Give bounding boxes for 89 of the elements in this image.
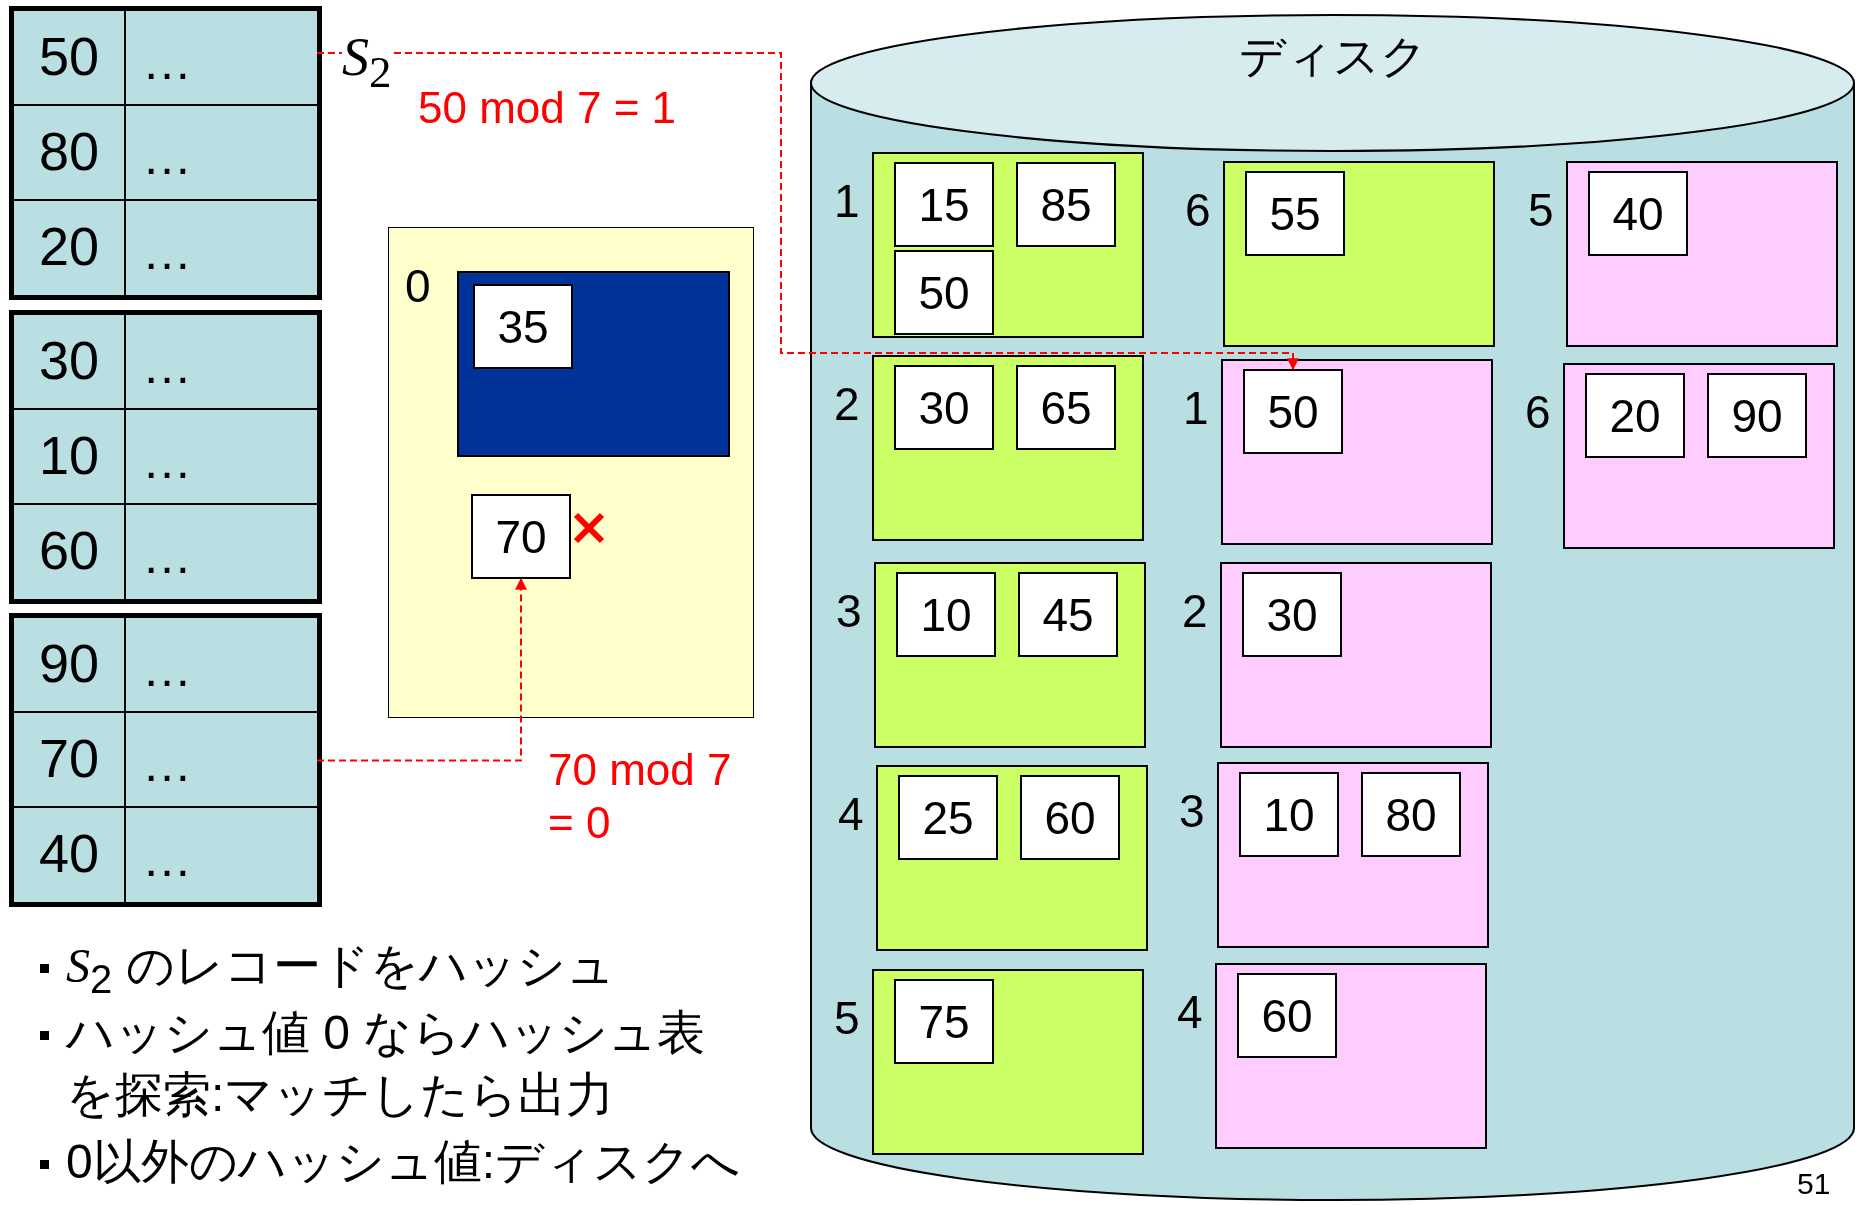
bullet-text: ハッシュ値 0 ならハッシュ表を探索:マッチしたら出力 — [66, 1005, 706, 1124]
table-row — [14, 106, 317, 201]
record-box — [1239, 772, 1339, 857]
cell-text: … — [142, 128, 192, 187]
record-value: 55 — [1269, 186, 1321, 241]
record-value: 60 — [1261, 988, 1313, 1043]
table-row — [14, 11, 317, 106]
bullet-text: S$_{2}$ のレコードをハッシュ — [66, 938, 615, 1003]
record-value: 85 — [1040, 177, 1092, 232]
bucket-box — [457, 271, 730, 457]
bucket-number: 6 — [1185, 187, 1211, 233]
bucket-number: 6 — [1525, 389, 1551, 435]
record-box — [1016, 365, 1116, 450]
record-box — [894, 979, 994, 1064]
page-number: 51 — [1797, 1166, 1831, 1202]
cell-text: 50 — [14, 11, 126, 104]
record-value: 45 — [1042, 587, 1094, 642]
record-value: 30 — [1266, 587, 1318, 642]
record-box — [894, 365, 994, 450]
record-box — [894, 162, 994, 247]
record-box — [1018, 572, 1118, 657]
bucket-number: 0 — [405, 263, 431, 309]
table — [9, 613, 322, 907]
cell-text: 80 — [14, 106, 126, 199]
record-box — [1361, 772, 1461, 857]
bucket-number: 2 — [1182, 588, 1208, 634]
record-value: 10 — [920, 587, 972, 642]
record-box — [1242, 572, 1342, 657]
record-value: 50 — [1267, 384, 1319, 439]
record-value: 65 — [1040, 380, 1092, 435]
record-box — [1016, 162, 1116, 247]
bucket-number: 3 — [836, 588, 862, 634]
record-value: 10 — [1263, 787, 1315, 842]
record-value: 90 — [1731, 388, 1783, 443]
cell-text: … — [142, 640, 192, 699]
record-value: 30 — [918, 380, 970, 435]
cell-text: 60 — [14, 505, 126, 600]
cell-text: … — [142, 735, 192, 794]
record-box — [1020, 775, 1120, 860]
table — [9, 310, 322, 604]
cell-text: 90 — [14, 618, 126, 711]
table-row — [14, 410, 317, 505]
table-row — [14, 713, 317, 808]
record-box — [1588, 171, 1688, 256]
record-value: 35 — [497, 299, 549, 354]
bullet-text: 0以外のハッシュ値:ディスクへ — [66, 1134, 741, 1190]
cell-text: … — [142, 33, 192, 92]
record-value: 80 — [1385, 787, 1437, 842]
cell-text: … — [142, 527, 192, 586]
table — [9, 6, 322, 300]
record-value: 25 — [922, 790, 974, 845]
disk-title: ディスク — [1237, 29, 1428, 84]
table-row — [14, 618, 317, 713]
bucket-number: 5 — [1528, 187, 1554, 233]
record-box — [1707, 373, 1807, 458]
hash-table-box — [388, 227, 754, 718]
table-row — [14, 315, 317, 410]
record-value: 70 — [495, 509, 547, 564]
cell-text: … — [142, 432, 192, 491]
bucket-number: 4 — [1177, 989, 1203, 1035]
cell-text: … — [142, 830, 192, 889]
bucket-number: 4 — [838, 791, 864, 837]
bucket-number: 1 — [834, 178, 860, 224]
cell-text: 40 — [14, 808, 126, 903]
record-value: 40 — [1612, 186, 1664, 241]
cell-text: 20 — [14, 201, 126, 296]
record-box — [896, 572, 996, 657]
bucket-number: 3 — [1179, 788, 1205, 834]
record-value: 15 — [918, 177, 970, 232]
record-value: 50 — [918, 265, 970, 320]
cell-text: 70 — [14, 713, 126, 806]
record-box — [473, 284, 573, 369]
bucket-number: 5 — [834, 995, 860, 1041]
disk-cylinder — [810, 12, 1855, 1202]
cell-text: 10 — [14, 410, 126, 503]
record-box — [898, 775, 998, 860]
cell-text: 30 — [14, 315, 126, 408]
record-box — [1243, 369, 1343, 454]
record-value: 75 — [918, 994, 970, 1049]
bucket-number: 2 — [834, 381, 860, 427]
record-value: 20 — [1609, 388, 1661, 443]
record-value: 60 — [1044, 790, 1096, 845]
cell-text: … — [142, 223, 192, 282]
record-box — [1237, 973, 1337, 1058]
cell-text: … — [142, 337, 192, 396]
bucket-number: 1 — [1183, 385, 1209, 431]
record-box — [1585, 373, 1685, 458]
record-box — [1245, 171, 1345, 256]
record-box — [894, 250, 994, 335]
